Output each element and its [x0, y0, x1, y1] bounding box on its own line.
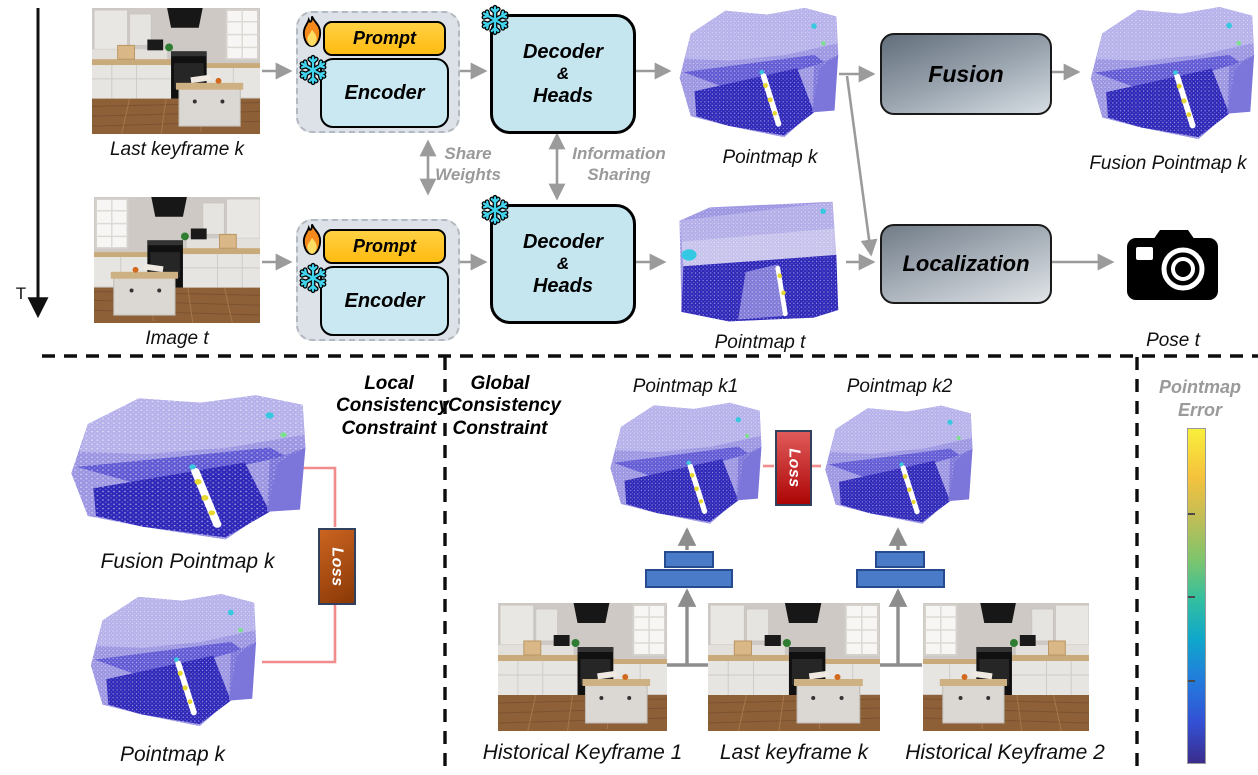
- colorbar-tick: [1188, 512, 1195, 515]
- share-weights-label: Share Weights: [435, 144, 501, 185]
- pointmap-k1-caption: Pointmap k1: [632, 376, 739, 397]
- last-keyframe-caption: Last keyframe k: [109, 139, 245, 160]
- local-pointmap-image: [85, 591, 260, 733]
- last-keyframe-k-image: [708, 603, 880, 731]
- global-loss-box: Loss: [775, 430, 812, 506]
- decoder-heads-1: Decoder & Heads: [490, 14, 636, 134]
- timeline-label: T: [15, 284, 27, 303]
- snowflake-icon: [297, 262, 329, 294]
- local-fusion-pointmap-image: [63, 392, 311, 547]
- image-t-image: [92, 197, 260, 323]
- local-fusion-pointmap-caption: Fusion Pointmap k: [100, 550, 275, 573]
- pointmap-error-label: Pointmap Error: [1158, 377, 1241, 420]
- adapter-bar-small-2: [875, 551, 925, 568]
- prompt-label-2: Prompt: [353, 236, 416, 256]
- encoder-label-1: Encoder: [344, 81, 425, 104]
- localization-block: Localization: [880, 224, 1052, 304]
- local-pointmap-caption: Pointmap k: [119, 743, 226, 766]
- snowflake-icon: [297, 54, 329, 86]
- historical-keyframe-2-caption: Historical Keyframe 2: [905, 741, 1105, 764]
- global-constraint-title: Global Consistency Constraint: [448, 373, 561, 439]
- colorbar-tick: [1188, 596, 1195, 598]
- adapter-bar-small-1: [664, 551, 714, 568]
- decoder-heads-2: Decoder & Heads: [490, 204, 636, 324]
- snowflake-icon: [479, 4, 511, 36]
- pointmap-k-caption: Pointmap k: [722, 147, 818, 168]
- last-keyframe-image: [92, 8, 260, 134]
- prompt-box-2: Prompt: [323, 229, 446, 264]
- encoder-label-2: Encoder: [344, 289, 425, 312]
- pointmap-error-colorbar: [1187, 428, 1206, 764]
- fire-icon: [298, 15, 326, 48]
- encoder-box-2: Encoder: [320, 266, 449, 336]
- adapter-bar-wide-1: [645, 569, 733, 588]
- information-sharing-label: Information Sharing: [572, 144, 666, 185]
- historical-keyframe-2-image: [921, 603, 1089, 731]
- camera-icon: [1127, 230, 1218, 300]
- historical-keyframe-1-image: [498, 603, 667, 731]
- local-loss-box: Loss: [318, 528, 356, 605]
- prompt-encoder-group-1: Prompt Encoder: [296, 11, 460, 133]
- adapter-bar-wide-2: [856, 569, 945, 588]
- fusion-block: Fusion: [880, 33, 1052, 115]
- pointmap-t-caption: Pointmap t: [714, 332, 806, 353]
- pointmap-k2-image: [820, 403, 976, 530]
- fusion-pointmap-caption: Fusion Pointmap k: [1089, 153, 1247, 174]
- historical-keyframe-1-caption: Historical Keyframe 1: [482, 741, 683, 764]
- pointmap-k2-caption: Pointmap k2: [846, 376, 953, 397]
- prompt-box-1: Prompt: [323, 21, 446, 56]
- loss-link-pointmapk: [262, 602, 337, 664]
- snowflake-icon: [479, 194, 511, 226]
- fire-icon: [298, 223, 326, 256]
- prompt-encoder-group-2: Prompt Encoder: [296, 219, 460, 341]
- pointmap-t-image: [672, 196, 842, 329]
- pointmap-k1-image: [605, 400, 765, 530]
- local-constraint-title: Local Consistency Constraint: [336, 373, 449, 439]
- prompt-label-1: Prompt: [353, 28, 416, 48]
- colorbar-tick: [1188, 679, 1195, 682]
- pose-caption: Pose t: [1146, 330, 1200, 351]
- last-keyframe-k-caption: Last keyframe k: [719, 741, 869, 764]
- arrow-pointmapk-localization: [845, 75, 878, 257]
- image-t-caption: Image t: [145, 328, 209, 349]
- fusion-pointmap-image: [1085, 4, 1258, 146]
- pointmap-k-image: [674, 5, 842, 144]
- encoder-box-1: Encoder: [320, 58, 449, 128]
